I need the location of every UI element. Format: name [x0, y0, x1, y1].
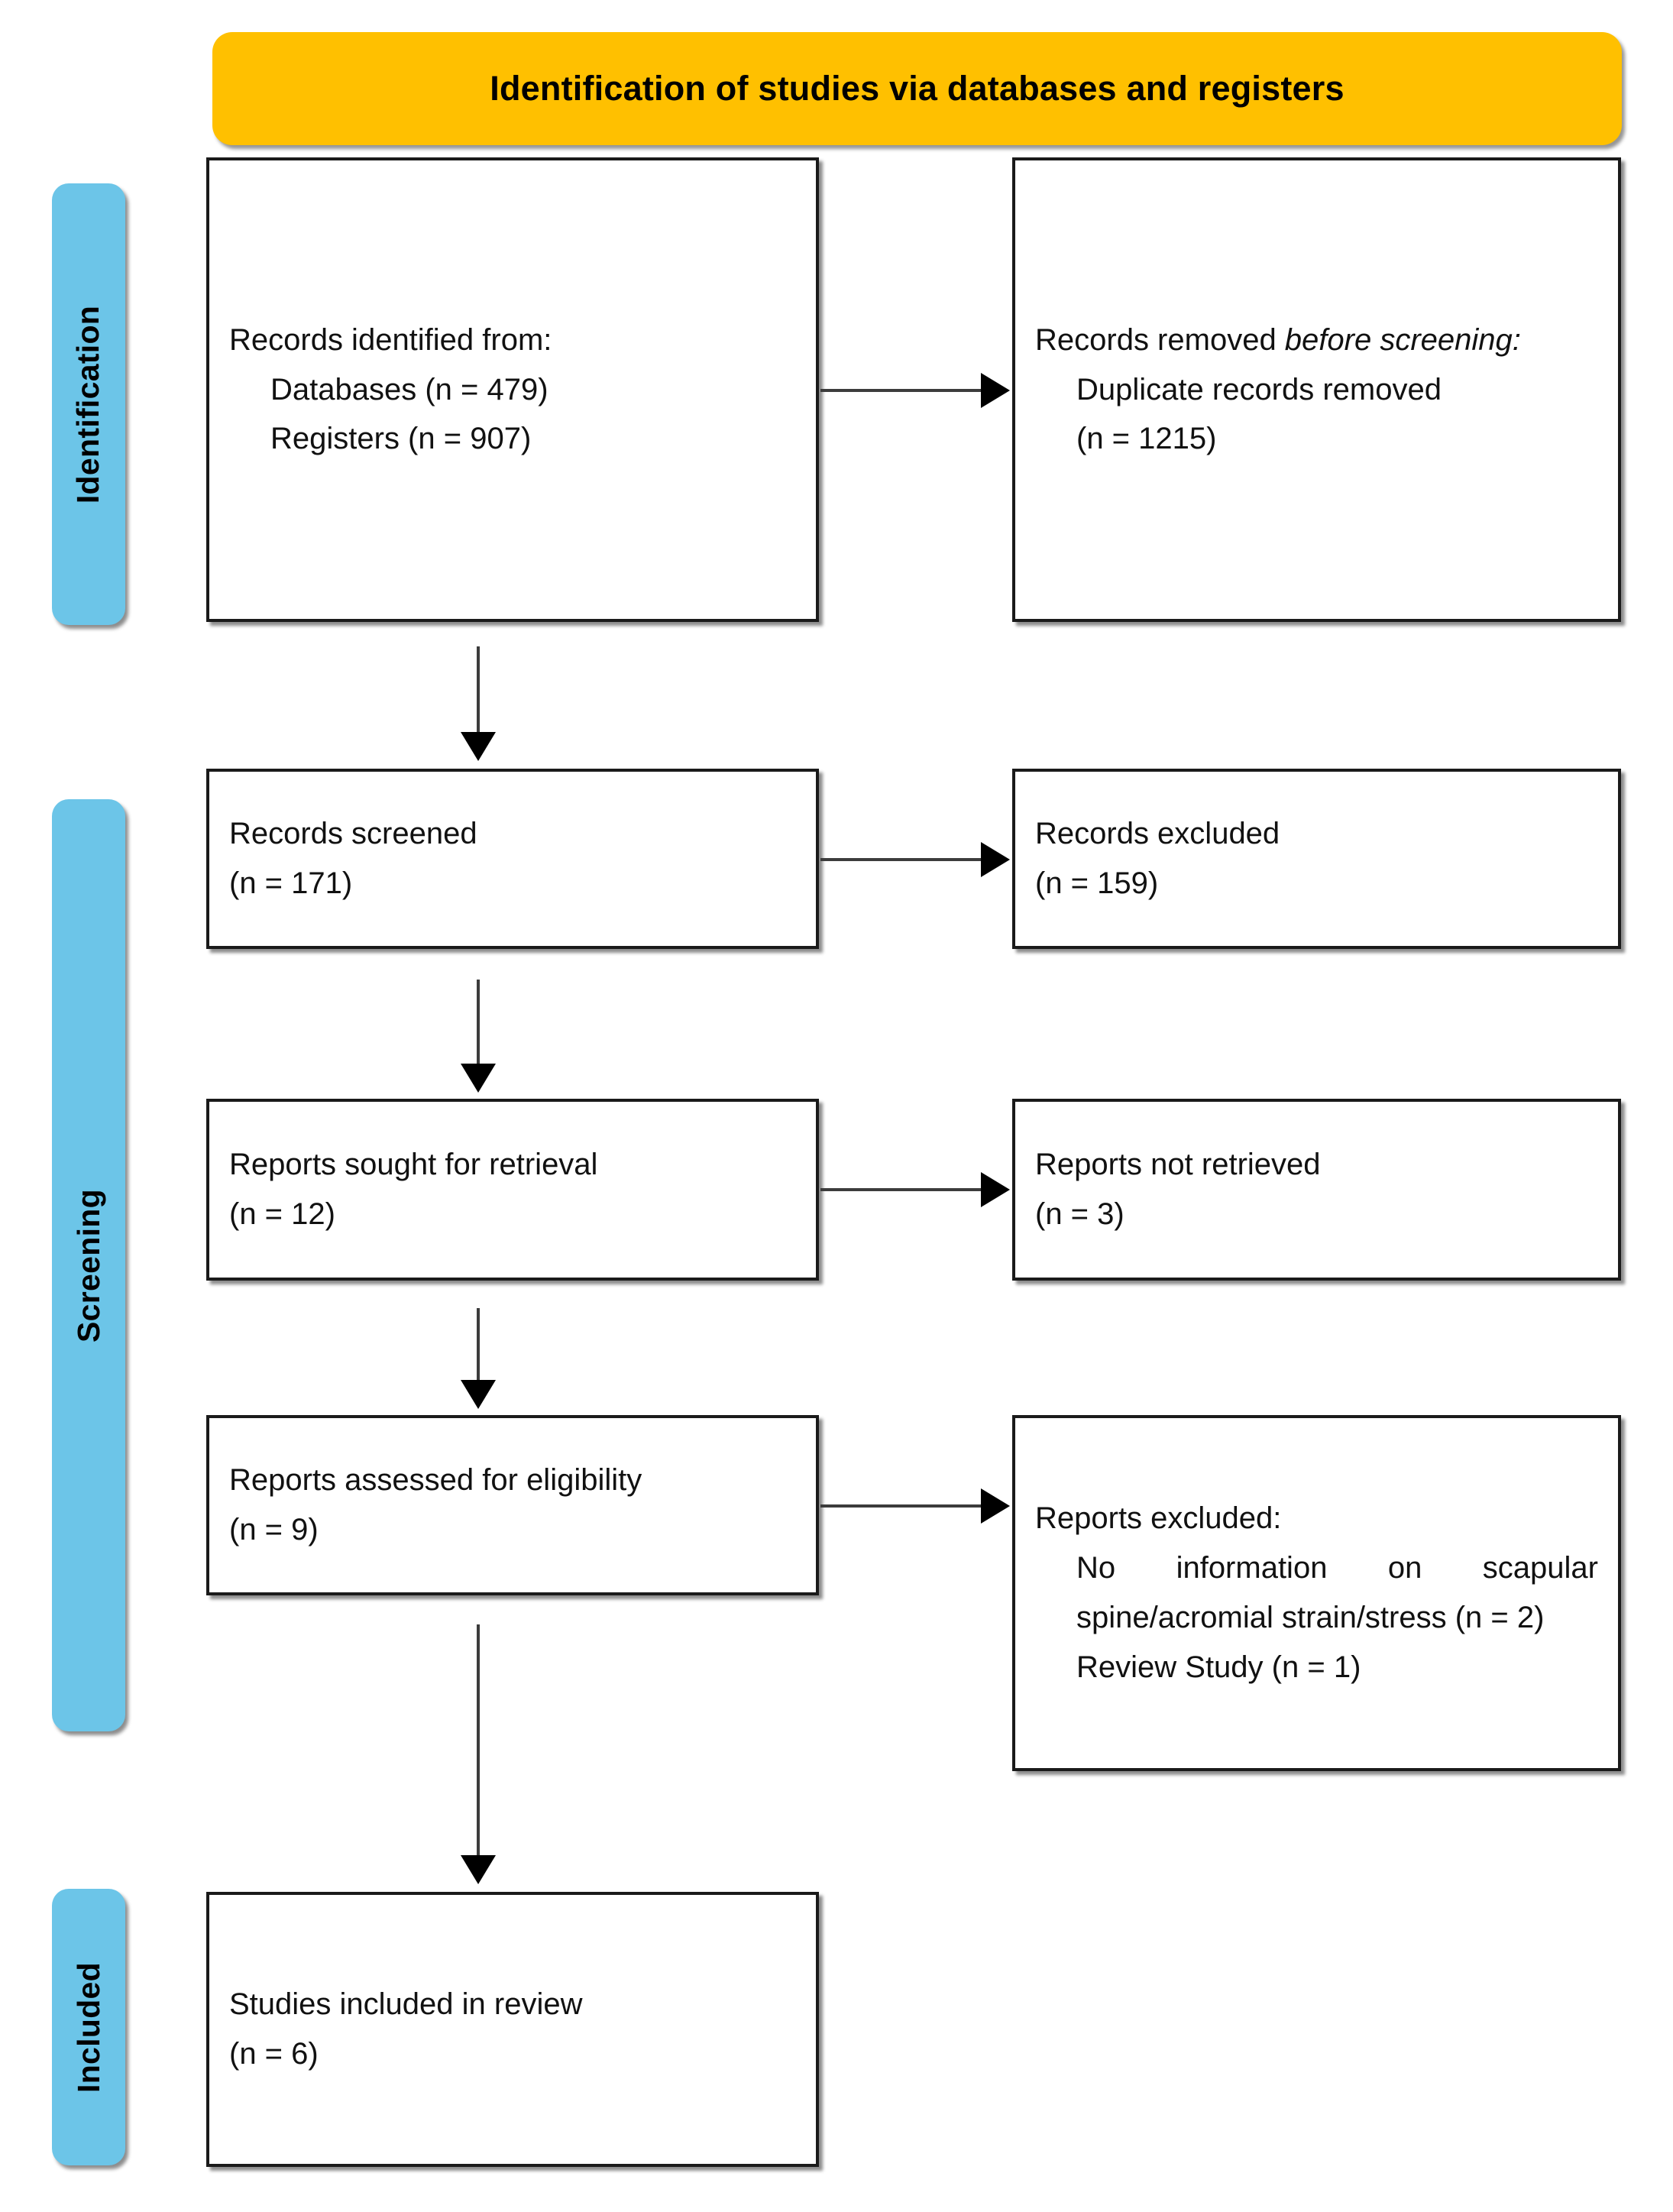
- stage-label-included: Included: [52, 1889, 125, 2165]
- arrow-shaft: [820, 389, 984, 392]
- arrow-shaft: [820, 858, 984, 861]
- box-reports-sought: Reports sought for retrieval (n = 12): [206, 1099, 819, 1281]
- records-removed-heading-a: Records removed: [1035, 322, 1285, 357]
- arrow-shaft: [477, 1624, 480, 1855]
- records-excluded-count: (n = 159): [1035, 866, 1159, 900]
- box-studies-included: Studies included in review (n = 6): [206, 1892, 819, 2167]
- stage-label-identification-text: Identification: [70, 305, 106, 504]
- arrow-right-icon-screened-to-excluded: [820, 842, 1010, 877]
- records-screened-heading: Records screened: [229, 817, 477, 851]
- arrow-right-icon-identified-to-removed: [820, 373, 1010, 408]
- reports-excluded-heading: Reports excluded:: [1035, 1501, 1282, 1536]
- stage-label-screening: Screening: [52, 799, 125, 1731]
- arrow-down-icon-screened-to-sought: [461, 980, 496, 1093]
- records-removed-heading-italic: before screening: [1284, 322, 1513, 357]
- arrow-head: [461, 1064, 496, 1093]
- arrow-shaft: [820, 1504, 984, 1508]
- stage-label-identification: Identification: [52, 183, 125, 625]
- arrow-down-icon-sought-to-assessed: [461, 1308, 496, 1409]
- arrow-right-icon-assessed-to-reportsexcluded: [820, 1488, 1010, 1524]
- studies-included-heading: Studies included in review: [229, 1987, 583, 2022]
- arrow-head: [981, 842, 1010, 877]
- records-identified-databases: Databases (n = 479): [270, 372, 548, 406]
- arrow-head: [461, 1855, 496, 1884]
- arrow-right-icon-sought-to-notretrieved: [820, 1172, 1010, 1207]
- stage-label-screening-text: Screening: [70, 1188, 106, 1342]
- records-identified-registers: Registers (n = 907): [270, 422, 532, 456]
- arrow-head: [981, 373, 1010, 408]
- reports-not-retrieved-heading: Reports not retrieved: [1035, 1148, 1321, 1182]
- records-removed-heading-colon: :: [1512, 322, 1521, 357]
- arrow-head: [461, 1380, 496, 1409]
- arrow-shaft: [477, 646, 480, 732]
- studies-included-count: (n = 6): [229, 2037, 319, 2071]
- records-removed-heading: Records removed before screening:: [1035, 316, 1598, 365]
- records-removed-duplicates: Duplicate records removed: [1076, 372, 1442, 406]
- reports-excluded-reason-2: Review Study (n = 1): [1076, 1650, 1361, 1684]
- arrow-head: [981, 1172, 1010, 1207]
- records-excluded-heading: Records excluded: [1035, 817, 1280, 851]
- box-records-identified: Records identified from: Databases (n = …: [206, 157, 819, 622]
- arrow-head: [981, 1488, 1010, 1524]
- reports-assessed-count: (n = 9): [229, 1513, 319, 1546]
- reports-sought-count: (n = 12): [229, 1197, 335, 1231]
- records-screened-count: (n = 171): [229, 866, 353, 900]
- arrow-shaft: [820, 1188, 984, 1191]
- box-records-removed: Records removed before screening: Duplic…: [1012, 157, 1621, 622]
- records-removed-count: (n = 1215): [1076, 422, 1217, 456]
- arrow-shaft: [477, 980, 480, 1064]
- header-banner: Identification of studies via databases …: [212, 32, 1622, 145]
- box-reports-not-retrieved: Reports not retrieved (n = 3): [1012, 1099, 1621, 1281]
- records-identified-heading: Records identified from:: [229, 322, 552, 357]
- reports-excluded-reason-1: No information on scapular spine/acromia…: [1076, 1551, 1598, 1634]
- box-records-excluded: Records excluded (n = 159): [1012, 769, 1621, 949]
- reports-assessed-heading: Reports assessed for eligibility: [229, 1463, 642, 1498]
- box-records-screened: Records screened (n = 171): [206, 769, 819, 949]
- box-reports-excluded: Reports excluded: No information on scap…: [1012, 1415, 1621, 1771]
- box-reports-assessed: Reports assessed for eligibility (n = 9): [206, 1415, 819, 1595]
- banner-title: Identification of studies via databases …: [490, 69, 1345, 108]
- arrow-down-icon-identified-to-screened: [461, 646, 496, 761]
- reports-sought-heading: Reports sought for retrieval: [229, 1148, 598, 1182]
- arrow-shaft: [477, 1308, 480, 1380]
- stage-label-included-text: Included: [70, 1961, 106, 2093]
- arrow-down-icon-assessed-to-included: [461, 1624, 496, 1884]
- reports-not-retrieved-count: (n = 3): [1035, 1197, 1125, 1231]
- arrow-head: [461, 732, 496, 761]
